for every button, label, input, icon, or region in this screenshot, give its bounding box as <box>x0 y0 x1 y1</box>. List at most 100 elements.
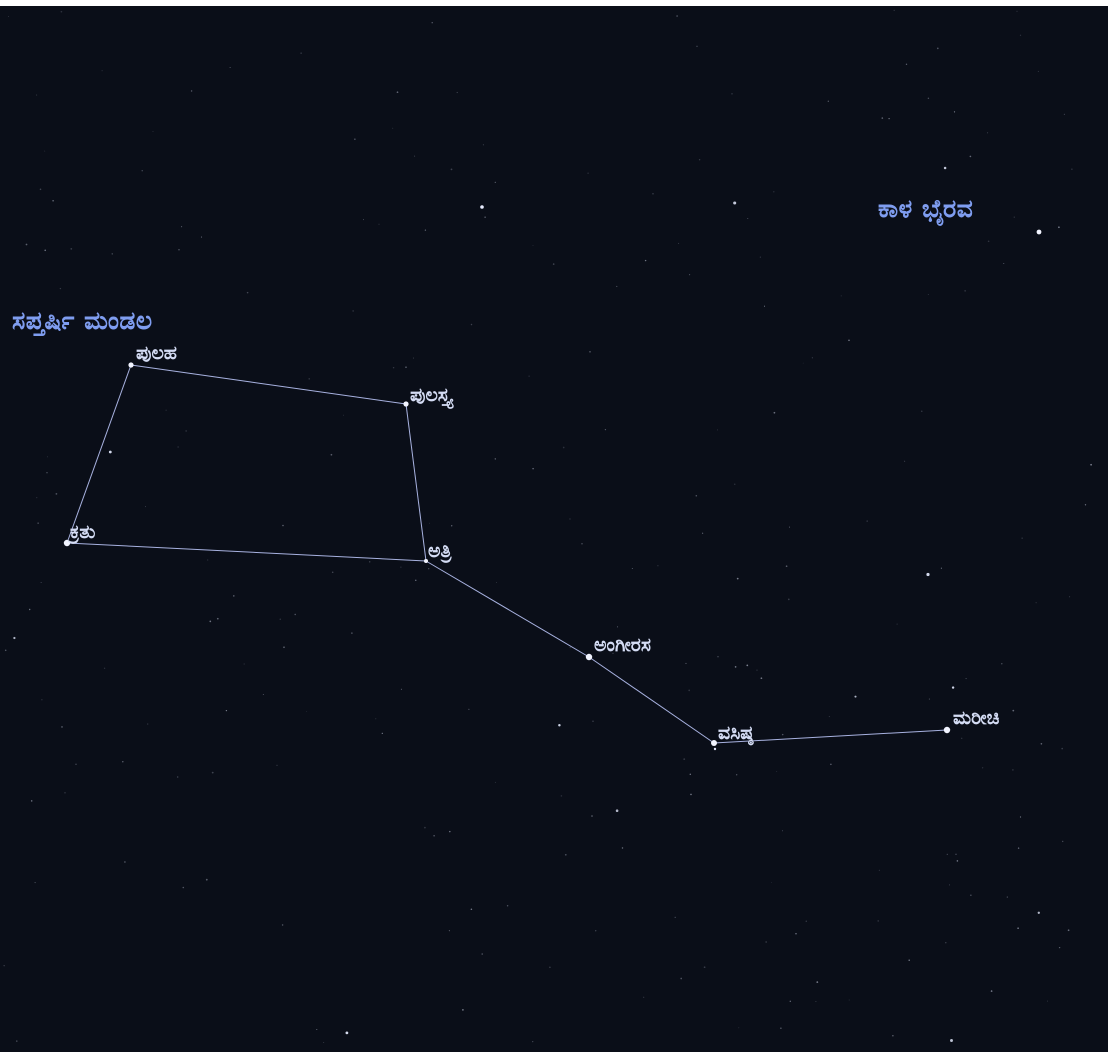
background-star <box>449 830 451 833</box>
background-star <box>424 826 426 829</box>
background-star <box>1016 10 1018 12</box>
background-star <box>866 520 868 522</box>
background-star <box>216 617 219 620</box>
background-star <box>211 771 214 774</box>
background-star <box>747 218 749 220</box>
background-star <box>182 886 185 889</box>
background-star <box>200 236 203 238</box>
background-star <box>428 568 430 570</box>
background-star <box>680 977 683 980</box>
line-pulaha-pulastya <box>130 364 407 405</box>
background-star <box>494 781 496 783</box>
background-star <box>70 248 73 250</box>
background-star <box>64 792 66 794</box>
line-atri-angirasa <box>425 560 590 658</box>
background-star <box>209 620 212 623</box>
background-star <box>949 884 950 886</box>
background-star <box>61 726 63 728</box>
background-star <box>246 291 249 294</box>
background-star <box>456 91 458 94</box>
background-star <box>549 966 551 969</box>
background-star <box>683 758 686 760</box>
background-star <box>564 853 567 856</box>
background-star <box>773 411 776 414</box>
star-angirasa <box>585 653 593 661</box>
background-star <box>1047 1000 1048 1002</box>
background-star <box>685 662 687 664</box>
background-star <box>532 467 534 470</box>
background-star <box>734 483 736 485</box>
background-star <box>300 52 302 54</box>
background-star <box>282 524 284 527</box>
background-star <box>352 310 354 312</box>
background-star <box>964 290 966 292</box>
background-star <box>927 97 930 100</box>
background-star <box>990 990 993 992</box>
background-star <box>55 493 58 495</box>
background-star <box>789 526 790 528</box>
background-star <box>848 339 850 342</box>
background-star <box>736 774 738 776</box>
background-star <box>877 920 880 922</box>
background-star <box>981 767 984 769</box>
star-vasishtha <box>711 740 717 746</box>
background-star <box>405 366 407 369</box>
background-star <box>676 15 678 17</box>
background-star <box>450 168 453 171</box>
background-star <box>644 259 647 262</box>
background-star <box>165 409 167 411</box>
background-star <box>558 723 561 727</box>
background-star <box>678 242 680 244</box>
background-star <box>381 732 383 735</box>
background-star <box>532 244 534 246</box>
background-star <box>44 150 46 152</box>
background-star <box>759 256 761 258</box>
background-star <box>688 689 691 692</box>
background-star <box>811 357 814 359</box>
background-star <box>34 882 36 884</box>
background-star <box>331 571 334 574</box>
background-star <box>262 694 264 696</box>
background-star <box>827 100 829 102</box>
background-star <box>756 669 758 671</box>
background-star <box>950 1039 953 1042</box>
background-star <box>147 723 149 725</box>
constellation-label-saptarishi: ಸಪ್ತರ್ಷಿ ಮಂಡಲ <box>12 306 153 335</box>
background-star <box>552 263 555 265</box>
background-star <box>587 172 589 174</box>
background-star <box>229 67 231 69</box>
background-star <box>39 188 42 191</box>
star-label-pulaha: ಪುಲಹ <box>136 342 177 364</box>
background-star <box>631 568 633 570</box>
background-star <box>40 582 42 583</box>
background-star <box>185 430 187 432</box>
background-star <box>1021 537 1023 539</box>
background-star <box>243 663 245 665</box>
star-bright-1 <box>480 205 484 209</box>
background-star <box>736 577 739 580</box>
background-star <box>592 720 594 722</box>
background-star <box>470 908 473 910</box>
background-star <box>3 965 5 967</box>
background-star <box>787 598 790 601</box>
background-star <box>908 959 910 961</box>
background-star <box>8 15 10 17</box>
background-star <box>617 626 619 628</box>
star-pulaha <box>128 362 134 368</box>
background-star <box>1084 504 1087 506</box>
background-star <box>734 666 737 668</box>
background-star <box>888 117 890 120</box>
constellation-lines <box>66 364 948 744</box>
constellation-stars <box>63 205 1042 751</box>
background-star <box>451 525 453 527</box>
background-star <box>4 649 7 652</box>
background-star <box>781 733 784 736</box>
background-star <box>569 518 571 520</box>
background-star <box>615 809 619 812</box>
background-star <box>13 636 16 640</box>
background-star <box>802 362 804 364</box>
background-star <box>928 698 930 700</box>
background-star <box>528 375 530 377</box>
constellation-label-kala-bhairava: ಕಾಳ ಭೈರವ <box>878 194 974 223</box>
background-star <box>689 773 691 775</box>
